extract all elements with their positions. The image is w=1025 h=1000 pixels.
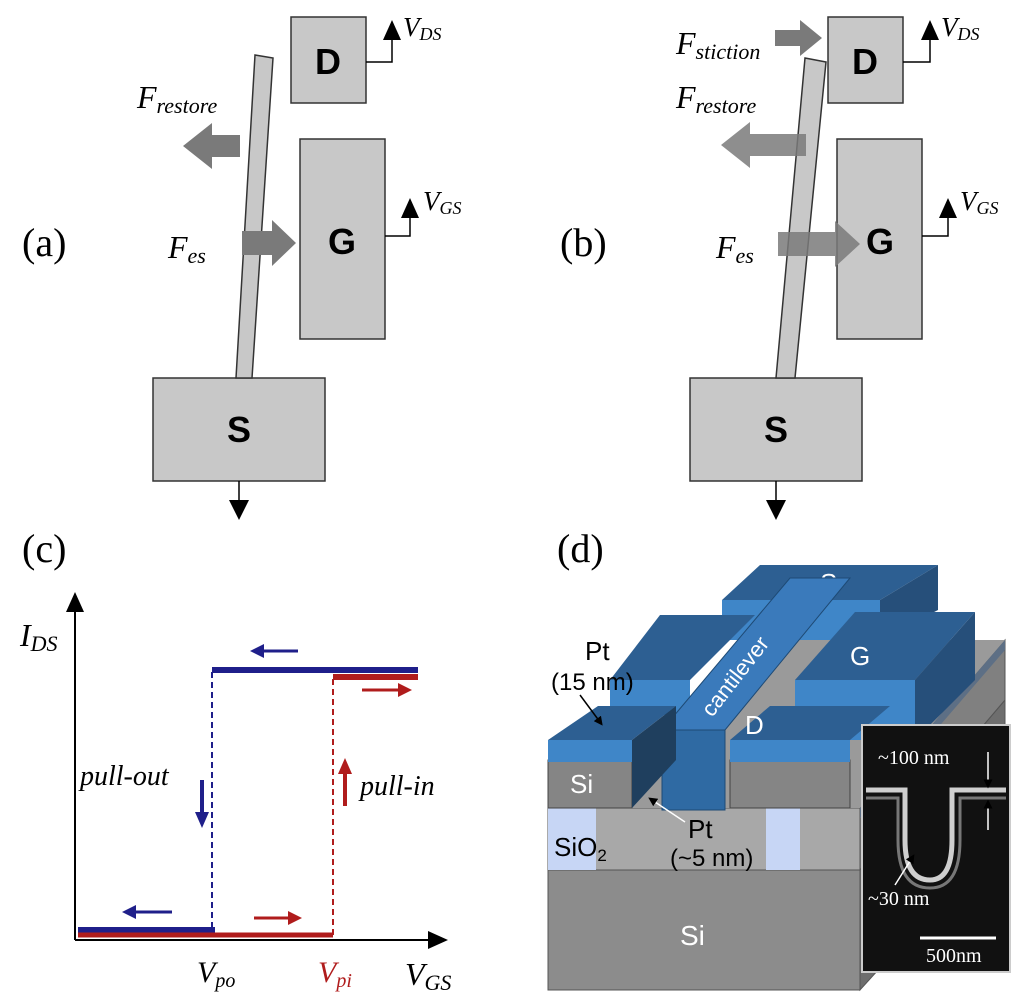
cantilever-beam-a xyxy=(235,54,274,379)
vgs-terminal-icon-a xyxy=(401,198,419,218)
left-front-electrode-top xyxy=(548,706,676,740)
d-label: D xyxy=(745,710,764,740)
sem-trench-inner xyxy=(866,796,1006,890)
panel-b: (b) D VDS VGS S Fstiction Frestore G Fes xyxy=(560,12,999,520)
vds-lead-a xyxy=(366,34,393,63)
left-front-electrode-front xyxy=(548,740,632,762)
y-axis-label: IDS xyxy=(19,617,58,656)
vds-terminal-icon-b xyxy=(921,20,939,40)
sio2-label: SiO2 xyxy=(554,832,607,865)
drain-electrode-b xyxy=(827,16,904,104)
source-label-a: S xyxy=(227,409,251,450)
y-axis-arrowhead-icon xyxy=(66,592,84,612)
pull-out-label: pull-out xyxy=(78,761,170,792)
f-es-text-b: Fes xyxy=(715,229,754,268)
panel-b-label: (b) xyxy=(560,220,607,265)
cantilever-beam-b xyxy=(775,57,827,379)
vds-text-b: VDS xyxy=(941,12,980,44)
panel-c: (c) IDS VGS xyxy=(19,526,451,995)
sio2-left-block xyxy=(548,808,596,870)
gate-label-b: G xyxy=(866,221,894,262)
blue-arrow-down-icon xyxy=(195,780,209,828)
f-restore-text-a: Frestore xyxy=(136,79,217,118)
vpo-label: Vpo xyxy=(197,956,235,992)
panel-a-label: (a) xyxy=(22,220,66,265)
red-arrow-up-icon xyxy=(338,758,352,806)
restore-force-arrow-icon-a xyxy=(183,123,240,169)
si-base-label: Si xyxy=(680,920,705,951)
vds-text-a: VDS xyxy=(403,12,442,44)
sem-inset: ~100 nm ~30 nm 500nm xyxy=(861,724,1011,973)
drain-electrode-a xyxy=(290,16,367,104)
left-back-electrode-top xyxy=(610,615,755,680)
g-label: G xyxy=(850,641,870,671)
pt-bottom-pointer-icon xyxy=(648,797,686,823)
cantilever-top xyxy=(660,577,852,731)
drain-label-b: D xyxy=(852,41,878,82)
ground-arrow-icon-b xyxy=(766,500,786,520)
left-front-electrode-side xyxy=(632,706,676,808)
source-electrode-b xyxy=(689,377,863,482)
ground-arrow-icon-a xyxy=(229,500,249,520)
pt-bottom-thickness: (~5 nm) xyxy=(670,845,753,872)
f-stiction-text-b: Fstiction xyxy=(675,25,760,64)
vds-terminal-icon-a xyxy=(383,20,401,40)
blue-arrow-left-bottom-icon xyxy=(122,905,172,919)
electrostatic-force-arrow-icon-b xyxy=(778,221,860,267)
panel-d-label: (d) xyxy=(557,526,604,571)
red-arrow-right-bottom-icon xyxy=(254,911,302,925)
vgs-terminal-icon-b xyxy=(939,198,957,218)
d-electrode-front xyxy=(730,740,850,762)
vgs-lead-b xyxy=(922,214,949,237)
red-arrow-right-top-icon xyxy=(362,683,412,697)
si-upper-label: Si xyxy=(570,769,593,799)
gate-label-a: G xyxy=(328,221,356,262)
vgs-text-b: VGS xyxy=(960,186,999,218)
pt-bottom-label: Pt xyxy=(688,814,713,844)
panel-a: (a) D VDS G VGS S Frestore Fes xyxy=(22,12,462,520)
vpi-label: Vpi xyxy=(318,956,352,992)
panel-c-label: (c) xyxy=(22,526,66,571)
vgs-lead-a xyxy=(385,214,411,237)
si-upper-right xyxy=(729,759,851,809)
electrostatic-force-arrow-icon-a xyxy=(242,220,296,266)
pt-top-label: Pt xyxy=(585,636,610,666)
g-electrode-side xyxy=(915,612,975,740)
sem-trench-outline xyxy=(866,787,1006,883)
f-es-text-a: Fes xyxy=(167,229,206,268)
pt-top-pointer-icon xyxy=(579,694,603,726)
sem-side-dimension: ~30 nm xyxy=(868,888,930,910)
vgs-text-a: VGS xyxy=(423,186,462,218)
x-axis-label: VGS xyxy=(405,956,451,995)
stiction-force-arrow-icon-b xyxy=(775,20,822,56)
drain-label-a: D xyxy=(315,41,341,82)
vds-lead-b xyxy=(903,34,931,63)
pt-top-thickness: (15 nm) xyxy=(551,669,634,696)
gate-electrode-a xyxy=(299,138,386,340)
sem-scale-label: 500nm xyxy=(926,945,982,967)
source-label-b: S xyxy=(764,409,788,450)
x-axis-arrowhead-icon xyxy=(428,931,448,949)
sem-top-dimension: ~100 nm xyxy=(878,747,950,769)
sem-inset-frame xyxy=(861,724,1011,973)
sio2-right-block xyxy=(766,808,800,870)
pull-in-label: pull-in xyxy=(358,771,435,802)
sem-side-pointer-icon xyxy=(894,854,915,886)
restore-force-arrow-icon-b xyxy=(721,122,806,168)
blue-arrow-left-top-icon xyxy=(250,644,298,658)
source-electrode-a xyxy=(152,377,326,482)
d-electrode-top xyxy=(730,706,890,740)
f-restore-text-b: Frestore xyxy=(675,79,756,118)
panel-d: (d) Si SiO2 Si S G cantileve xyxy=(547,526,1011,992)
